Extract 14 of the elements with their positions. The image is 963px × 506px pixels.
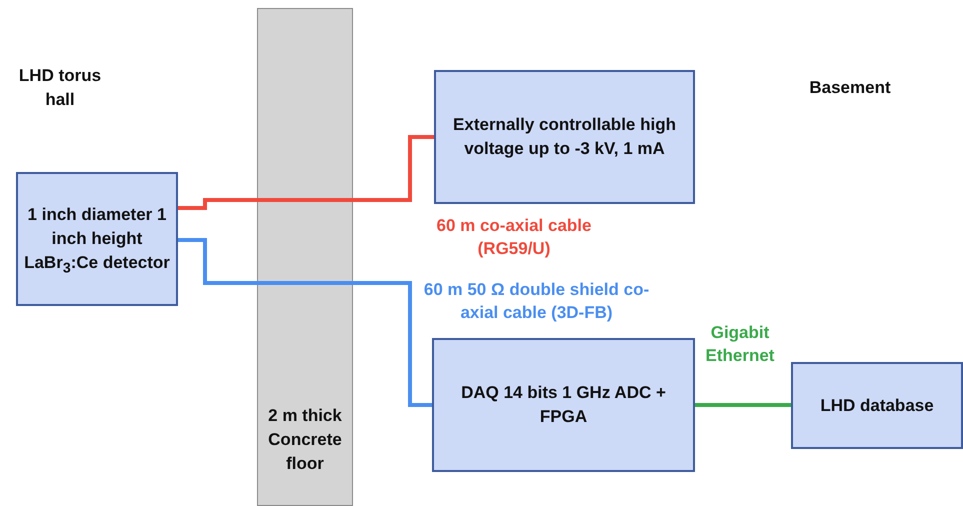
power-supply-box bbox=[434, 70, 695, 204]
node-text: DAQ 14 bits 1 GHz ADC + FPGA bbox=[460, 382, 667, 428]
cable-line bbox=[695, 403, 791, 407]
detector-box bbox=[16, 172, 178, 306]
area-label: LHD torus hall bbox=[18, 65, 102, 111]
cable-line bbox=[178, 135, 434, 210]
node-text: LHD database bbox=[820, 394, 934, 416]
area-label: Basement bbox=[808, 77, 892, 99]
node-text: 1 inch diameter 1 inch height LaBr$_{3}$:Ce detector bbox=[23, 204, 171, 275]
database-box bbox=[791, 362, 963, 449]
cable-line bbox=[178, 238, 432, 407]
floor-label: 2 m thick Concrete floor bbox=[267, 405, 343, 475]
daq-box bbox=[432, 338, 695, 472]
node-text: Externally controllable high voltage up to -3 kV, 1 mA bbox=[452, 114, 677, 160]
